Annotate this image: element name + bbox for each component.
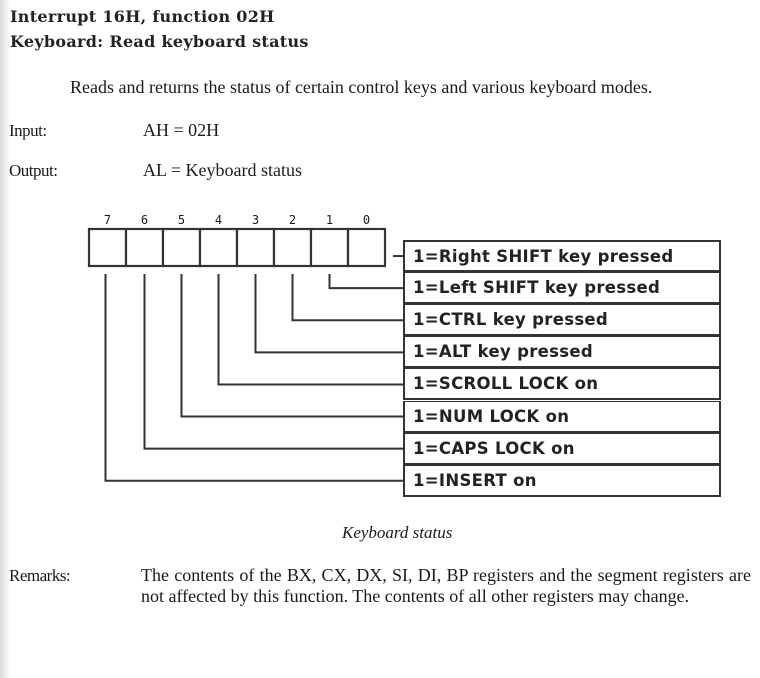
- register-bit-cell: [309, 227, 350, 268]
- remarks-text: The contents of the BX, CX, DX, SI, DI, …: [141, 565, 751, 606]
- bit-description-row: 1=Right SHIFT key pressed: [403, 240, 721, 272]
- remarks-label: Remarks:: [9, 566, 71, 585]
- bit-description-row: 1=ALT key pressed: [403, 336, 721, 369]
- bit-number: 7: [103, 213, 112, 227]
- bit-number: 0: [362, 213, 371, 227]
- connector-line: [254, 274, 403, 354]
- register-bit-cell: [235, 227, 276, 268]
- register-bit-cell: [198, 227, 239, 268]
- bit-number: 6: [140, 213, 149, 227]
- register-bit-cell: [161, 227, 202, 268]
- bit-description-row: 1=Left SHIFT key pressed: [403, 272, 721, 305]
- bit-description-row: 1=CAPS LOCK on: [403, 432, 721, 465]
- bit-number: 2: [288, 213, 297, 227]
- bit-number: 5: [177, 213, 186, 227]
- scan-edge: [0, 0, 10, 678]
- output-value: AL = Keyboard status: [143, 160, 302, 180]
- bit-number: 3: [251, 213, 260, 227]
- connector-line: [328, 274, 403, 290]
- connector-line: [143, 274, 403, 450]
- register-bit-cell: [124, 227, 165, 268]
- header-interrupt: Interrupt 16H, function 02H: [10, 7, 275, 26]
- description: Reads and returns the status of certain …: [70, 77, 653, 97]
- bit-description-row: 1=CTRL key pressed: [403, 304, 721, 337]
- input-label: Input:: [9, 121, 47, 140]
- header-title: Keyboard: Read keyboard status: [10, 32, 309, 51]
- connector-line: [104, 274, 403, 482]
- register-bit-cell: [346, 227, 387, 268]
- diagram-caption: Keyboard status: [342, 523, 453, 542]
- bit-description-row: 1=NUM LOCK on: [403, 400, 721, 433]
- bit-number: 1: [325, 213, 334, 227]
- bit-number: 4: [214, 213, 223, 227]
- register-bit-cell: [87, 227, 128, 268]
- connector-line: [180, 274, 403, 418]
- output-label: Output:: [9, 161, 58, 180]
- register-bit-cell: [272, 227, 313, 268]
- connector-line: [217, 274, 403, 386]
- bit-description-row: 1=INSERT on: [403, 464, 721, 497]
- bit-description-row: 1=SCROLL LOCK on: [403, 368, 721, 401]
- connector-line: [291, 274, 403, 322]
- input-value: AH = 02H: [143, 120, 220, 140]
